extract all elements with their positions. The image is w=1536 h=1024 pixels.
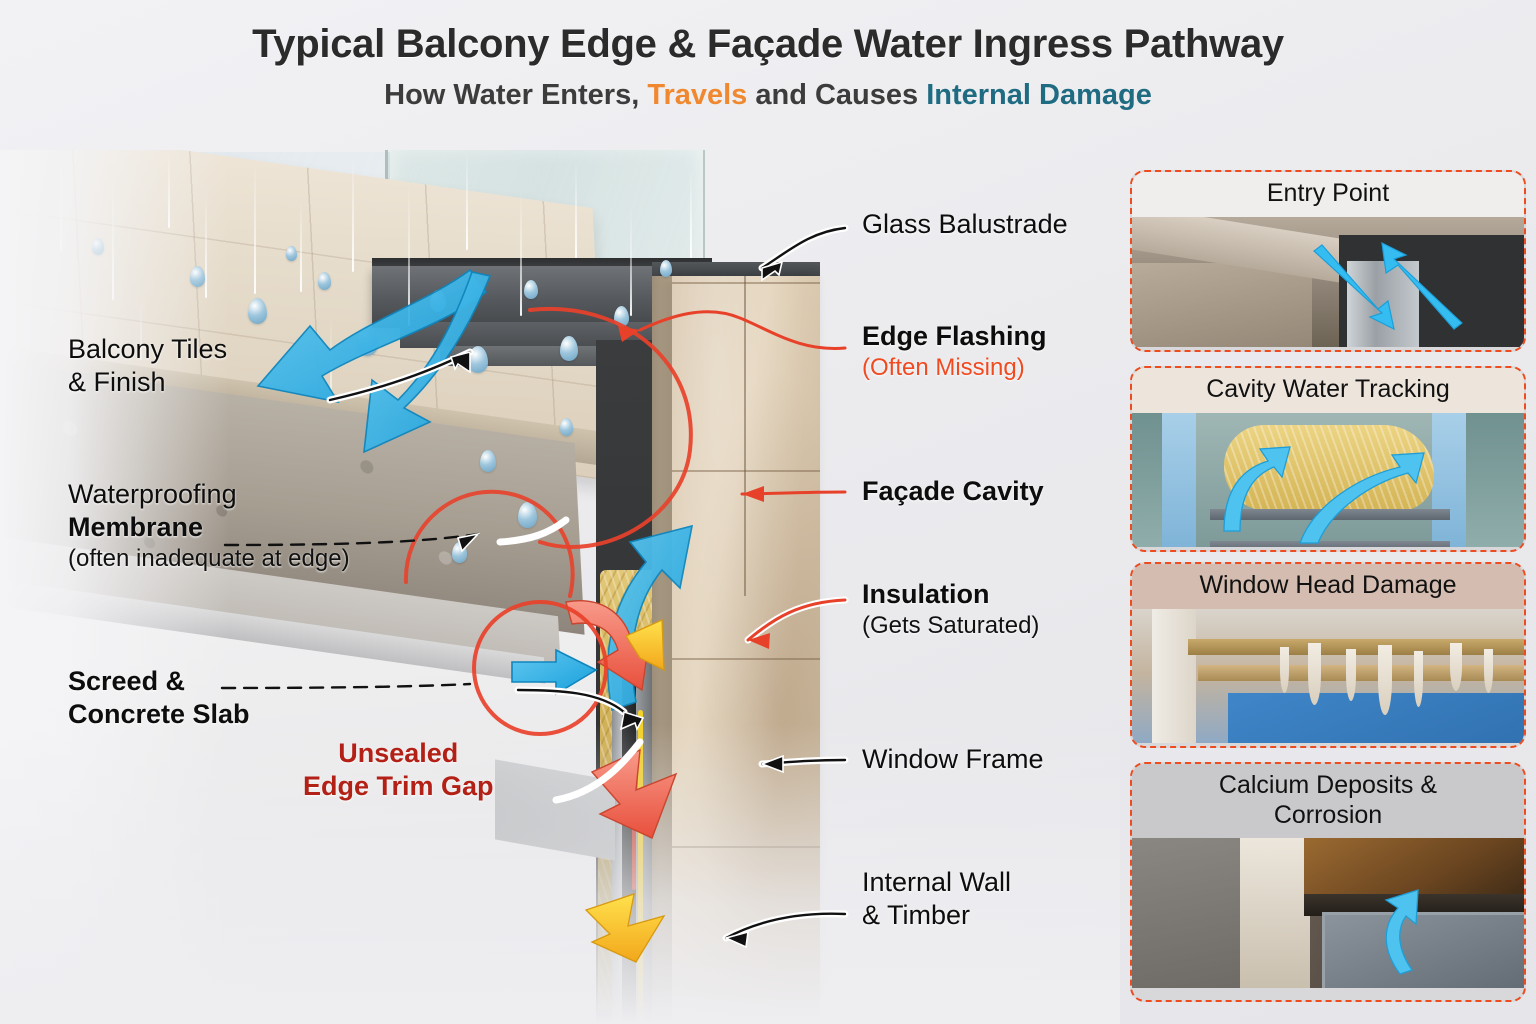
label-balcony-tiles: Balcony Tiles & Finish [68,333,227,399]
label-edge-flashing-text: Edge Flashing [862,321,1047,351]
label-screed-concrete-slab: Screed & Concrete Slab [68,665,250,731]
label-waterproofing-line2: Membrane [68,511,204,542]
inset-caption-cavity-water-tracking: Cavity Water Tracking [1132,368,1524,413]
water-droplet [560,418,573,436]
label-waterproofing-note: (often inadequate at edge) [68,544,350,572]
water-droplet [452,542,467,563]
label-internal-wall-line2: & Timber [862,899,971,930]
label-waterproofing-line1: Waterproofing [68,479,237,509]
label-insulation-text: Insulation [862,579,990,609]
inset-caption-calcium-line1: Calcium Deposits & [1218,771,1438,799]
inset-image-entry-point [1132,216,1524,347]
water-droplet [518,502,537,528]
header: Typical Balcony Edge & Façade Water Ingr… [0,0,1536,150]
label-internal-wall-line1: Internal Wall [862,867,1012,897]
inset-caption-calcium-line2: Corrosion [1273,800,1383,829]
label-edge-flashing-note: (Often Missing) [862,353,1025,381]
page-subtitle: How Water Enters, Travels and Causes Int… [0,79,1536,112]
label-window-frame: Window Frame [862,743,1044,776]
label-screed-line2: Concrete Slab [68,698,250,729]
label-unsealed-edge-trim-gap: Unsealed Edge Trim Gap [303,737,494,803]
inset-panel-window-head-damage[interactable]: Window Head Damage [1130,562,1526,748]
label-unsealed-line1: Unsealed [338,738,459,768]
inset-caption-entry-point: Entry Point [1132,172,1524,217]
inset-panel-entry-point[interactable]: Entry Point [1130,170,1526,352]
subtitle-part-1: How Water Enters, [384,79,648,111]
inset-image-cavity-water-tracking [1132,412,1524,547]
label-waterproofing-membrane: Waterproofing Membrane (often inadequate… [68,478,350,573]
subtitle-travels: Travels [647,79,748,111]
label-balcony-tiles-line2: & Finish [68,366,166,397]
cladding-vertical-joint [744,276,746,596]
label-screed-line1: Screed & [68,666,186,696]
label-balcony-tiles-line1: Balcony Tiles [68,334,228,364]
label-glass-balustrade-text: Glass Balustrade [862,209,1068,239]
inset-image-calcium-deposits-corrosion [1132,838,1524,988]
inset-image-window-head-damage [1132,608,1524,743]
label-insulation-note: (Gets Saturated) [862,611,1040,639]
inset-caption-window-head-damage: Window Head Damage [1132,564,1524,609]
inset-panel-cavity-water-tracking[interactable]: Cavity Water Tracking [1130,366,1526,552]
subtitle-internal-damage: Internal Damage [926,79,1152,111]
inset-caption-calcium-deposits-corrosion: Calcium Deposits & Corrosion [1132,764,1524,838]
page-title: Typical Balcony Edge & Façade Water Ingr… [252,22,1284,66]
label-unsealed-line2: Edge Trim Gap [303,770,494,801]
label-window-frame-text: Window Frame [862,744,1044,774]
label-internal-wall: Internal Wall & Timber [862,866,1011,932]
inset-panel-calcium-deposits-corrosion[interactable]: Calcium Deposits & Corrosion [1130,762,1526,1002]
label-glass-balustrade: Glass Balustrade [862,208,1068,241]
label-insulation: Insulation (Gets Saturated) [862,578,1039,640]
subtitle-part-2: and Causes [747,79,927,111]
label-facade-cavity: Façade Cavity [862,475,1044,508]
label-edge-flashing: Edge Flashing (Often Missing) [862,320,1047,382]
water-droplet [480,450,496,472]
label-facade-cavity-text: Façade Cavity [862,476,1044,506]
